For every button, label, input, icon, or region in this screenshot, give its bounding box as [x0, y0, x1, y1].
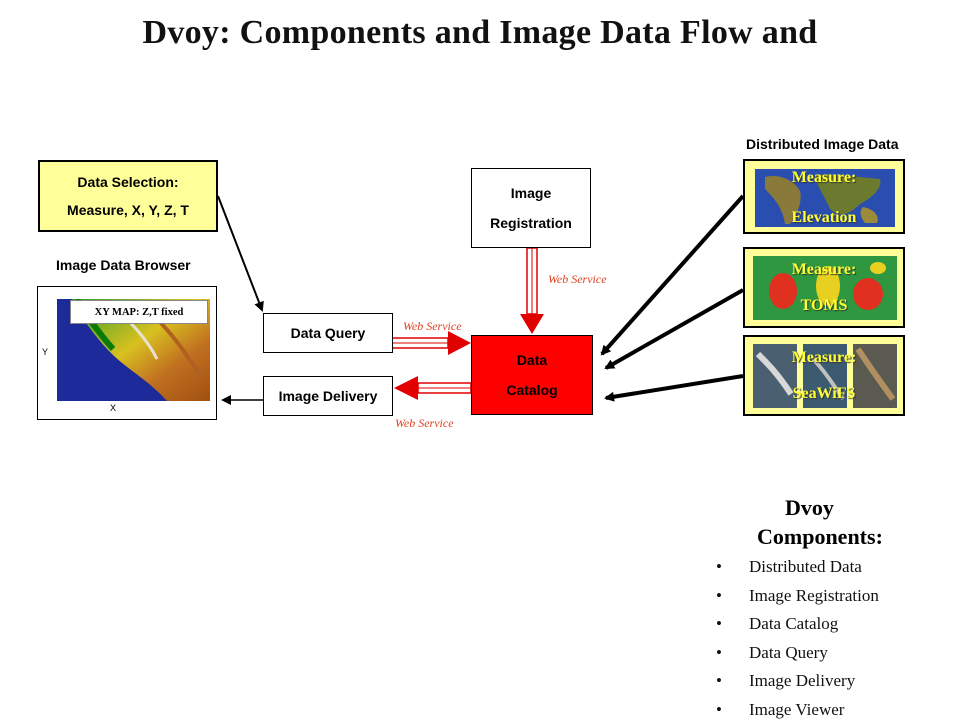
map-label: XY MAP: Z,T fixed — [70, 300, 208, 324]
elevation-image-card[interactable]: Measure: Elevation — [743, 159, 905, 234]
arrow-catalog-to-delivery — [394, 376, 471, 400]
toms-image-card[interactable]: Measure: TOMS — [743, 247, 905, 328]
web-service-label-registration: Web Service — [548, 272, 607, 287]
component-item: Image Viewer — [716, 700, 879, 728]
components-title-line1: Dvoy — [785, 495, 834, 521]
web-service-label-query: Web Service — [403, 319, 462, 334]
component-item: Image Registration — [716, 586, 879, 615]
component-item: Data Query — [716, 643, 879, 672]
browser-heading: Image Data Browser — [56, 257, 191, 273]
seawifs-measure-line2: SeaWiFS — [745, 385, 903, 403]
data-selection-title: Data Selection: — [77, 174, 178, 190]
data-catalog-line2: Catalog — [506, 382, 557, 398]
x-axis-label: X — [110, 403, 116, 413]
component-item: Distributed Data — [716, 557, 879, 586]
seawifs-measure-line1: Measure: — [745, 349, 903, 367]
image-registration-line1: Image — [511, 185, 551, 201]
image-delivery-box[interactable]: Image Delivery — [263, 376, 393, 416]
data-selection-box[interactable]: Data Selection: Measure, X, Y, Z, T — [38, 160, 218, 232]
arrow-query-to-catalog — [392, 331, 471, 355]
seawifs-image-card[interactable]: Measure: SeaWiFS — [743, 335, 905, 416]
arrow-selection-to-query — [218, 196, 262, 310]
component-item: Data Catalog — [716, 614, 879, 643]
data-query-box[interactable]: Data Query — [263, 313, 393, 353]
data-catalog-box[interactable]: Data Catalog — [471, 335, 593, 415]
image-data-browser[interactable]: XY MAP: Z,T fixed Y X — [37, 286, 217, 420]
arrow-registration-to-catalog — [520, 248, 544, 334]
image-registration-line2: Registration — [490, 215, 572, 231]
image-registration-box[interactable]: Image Registration — [471, 168, 591, 248]
data-selection-params: Measure, X, Y, Z, T — [67, 202, 189, 218]
data-catalog-line1: Data — [517, 352, 547, 368]
component-item: Image Delivery — [716, 671, 879, 700]
arrow-seawifs-to-catalog — [606, 376, 743, 398]
elevation-measure-line1: Measure: — [745, 169, 903, 187]
components-title-line2: Components: — [757, 524, 883, 550]
web-service-label-delivery: Web Service — [395, 416, 454, 431]
elevation-measure-line2: Elevation — [745, 209, 903, 227]
toms-measure-line2: TOMS — [745, 297, 903, 315]
distributed-heading: Distributed Image Data — [746, 136, 898, 152]
y-axis-label: Y — [42, 347, 48, 357]
toms-measure-line1: Measure: — [745, 261, 903, 279]
image-delivery-label: Image Delivery — [279, 388, 378, 404]
components-list: Distributed Data Image Registration Data… — [716, 557, 879, 728]
data-query-label: Data Query — [291, 325, 366, 341]
